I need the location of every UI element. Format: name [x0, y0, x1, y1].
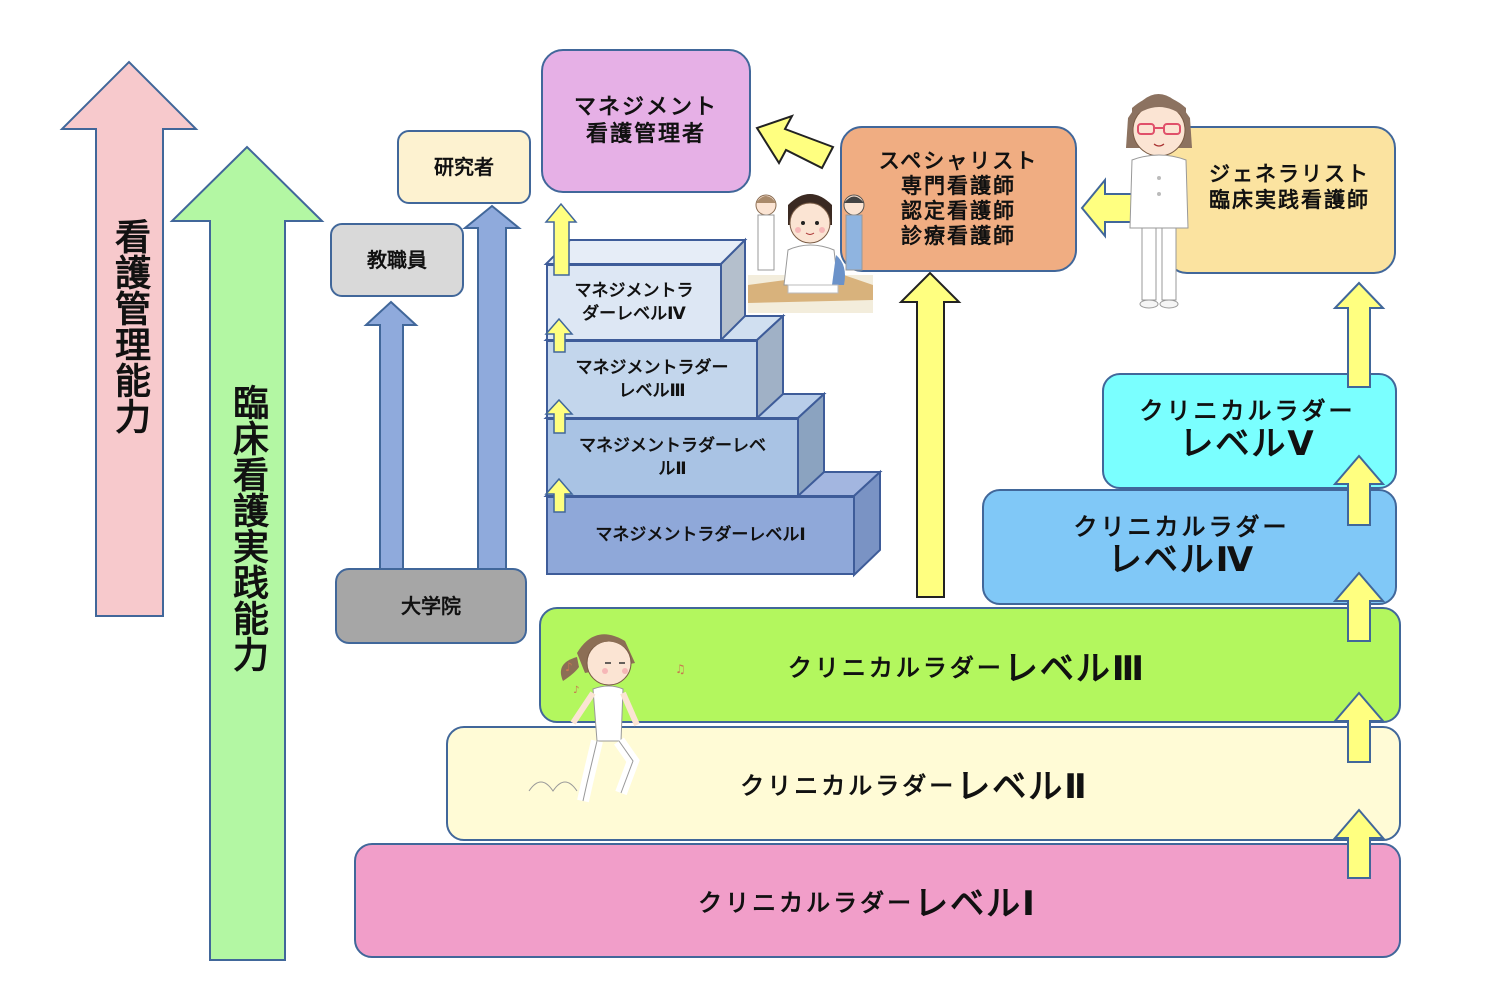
clinical-ability-arrow: [169, 145, 325, 961]
mgmt-level-4-block[interactable]: マネジメントラ ダーレベルⅣ: [546, 264, 722, 341]
mgmt-level-3-label-line1: マネジメントラダー: [575, 357, 729, 378]
clinical-ability-label: 臨床看護実践能力: [227, 384, 268, 672]
mgmt-level-3-label-line2: レベルⅢ: [618, 380, 686, 401]
graduate-school-label: 大学院: [401, 593, 461, 618]
clinical-3-to-4-arrow: [1332, 571, 1386, 642]
clinical-level-5-level: レベルⅤ: [1179, 424, 1316, 465]
clinical-5-to-generalist-arrow: [1332, 281, 1386, 388]
manager-subtitle: 看護管理者: [585, 122, 706, 147]
clinical-4-to-5-arrow: [1332, 454, 1386, 526]
clinical-level-2-level: レベルⅡ: [956, 767, 1089, 807]
specialist-cns: 専門看護師: [901, 173, 1016, 198]
clinical-level-2-prefix: クリニカルラダー: [740, 772, 957, 800]
mgmt-3-to-4-arrow: [544, 317, 574, 353]
mgmt-level-4-label-line2: ダーレベルⅣ: [582, 303, 686, 324]
mgmt-level-4-label-line1: マネジメントラ: [574, 280, 694, 301]
clinical-level-3-bar[interactable]: クリニカルラダー レベルⅢ: [539, 607, 1401, 723]
nurse-jumping-illustration: ♪ ♫ ♪: [528, 634, 686, 803]
clinical-level-2-bar[interactable]: クリニカルラダー レベルⅡ: [446, 726, 1401, 841]
clinical-level-4-bar[interactable]: クリニカルラダー レベルⅣ: [982, 489, 1397, 605]
mgmt-level-1-label: マネジメントラダーレベルⅠ: [595, 525, 806, 546]
mgmt-level-2-label-line1: マネジメントラダーレベ: [579, 435, 766, 456]
generalist-box[interactable]: ジェネラリスト 臨床実践看護師: [1165, 126, 1396, 274]
management-ability-arrow: [59, 60, 199, 617]
clinical-1-to-2-arrow: [1332, 808, 1386, 879]
mgmt-level-2-block[interactable]: マネジメントラダーレベ ルⅡ: [546, 418, 799, 497]
specialist-title: スペシャリスト: [878, 148, 1039, 173]
graduate-to-faculty-arrow: [363, 300, 419, 571]
specialist-cn: 認定看護師: [901, 199, 1016, 223]
svg-text:♫: ♫: [675, 662, 686, 676]
researcher-box[interactable]: 研究者: [397, 130, 531, 204]
clinical-level-5-prefix: クリニカルラダー: [1139, 396, 1356, 425]
mgmt-level-1-block[interactable]: マネジメントラダーレベルⅠ: [546, 496, 855, 575]
management-ability-label: 看護管理能力: [109, 218, 150, 434]
clinical-to-specialist-arrow: [898, 271, 962, 598]
specialist-to-manager-arrow: [755, 114, 835, 170]
faculty-label: 教職員: [367, 247, 427, 272]
manager-title: マネジメント: [573, 94, 718, 120]
mgmt-level-3-block[interactable]: マネジメントラダー レベルⅢ: [546, 340, 758, 419]
graduate-to-researcher-arrow: [462, 204, 522, 571]
clinical-level-4-level: レベルⅣ: [1107, 540, 1256, 581]
clinical-2-to-3-arrow: [1332, 691, 1386, 763]
clinical-level-4-prefix: クリニカルラダー: [1073, 512, 1290, 541]
svg-text:♪: ♪: [573, 685, 579, 696]
mgmt-2-to-3-arrow: [544, 398, 574, 434]
faculty-box[interactable]: 教職員: [330, 223, 464, 297]
generalist-title: ジェネラリスト: [1209, 161, 1370, 186]
mgmt-level-2-label-line2: ルⅡ: [658, 458, 687, 479]
clinical-level-3-level: レベルⅢ: [1003, 648, 1147, 689]
clinical-level-1-level: レベルⅠ: [914, 884, 1037, 924]
specialist-np: 診療看護師: [901, 224, 1016, 249]
generalist-subtitle: 臨床実践看護師: [1209, 188, 1370, 212]
researcher-label: 研究者: [434, 154, 494, 179]
mgmt-to-manager-arrow: [544, 202, 578, 276]
graduate-school-box[interactable]: 大学院: [335, 568, 527, 644]
mgmt-1-to-2-arrow: [544, 477, 574, 513]
nurse-at-desk-illustration: [748, 194, 873, 313]
svg-text:♪: ♪: [565, 660, 573, 674]
clinical-level-1-prefix: クリニカルラダー: [698, 889, 915, 917]
clinical-level-3-prefix: クリニカルラダー: [787, 653, 1004, 682]
manager-box[interactable]: マネジメント 看護管理者: [541, 49, 751, 193]
specialist-box[interactable]: スペシャリスト 専門看護師 認定看護師 診療看護師: [840, 126, 1077, 272]
nurse-with-glasses-illustration: [1126, 94, 1192, 309]
clinical-level-1-bar[interactable]: クリニカルラダー レベルⅠ: [354, 843, 1401, 958]
